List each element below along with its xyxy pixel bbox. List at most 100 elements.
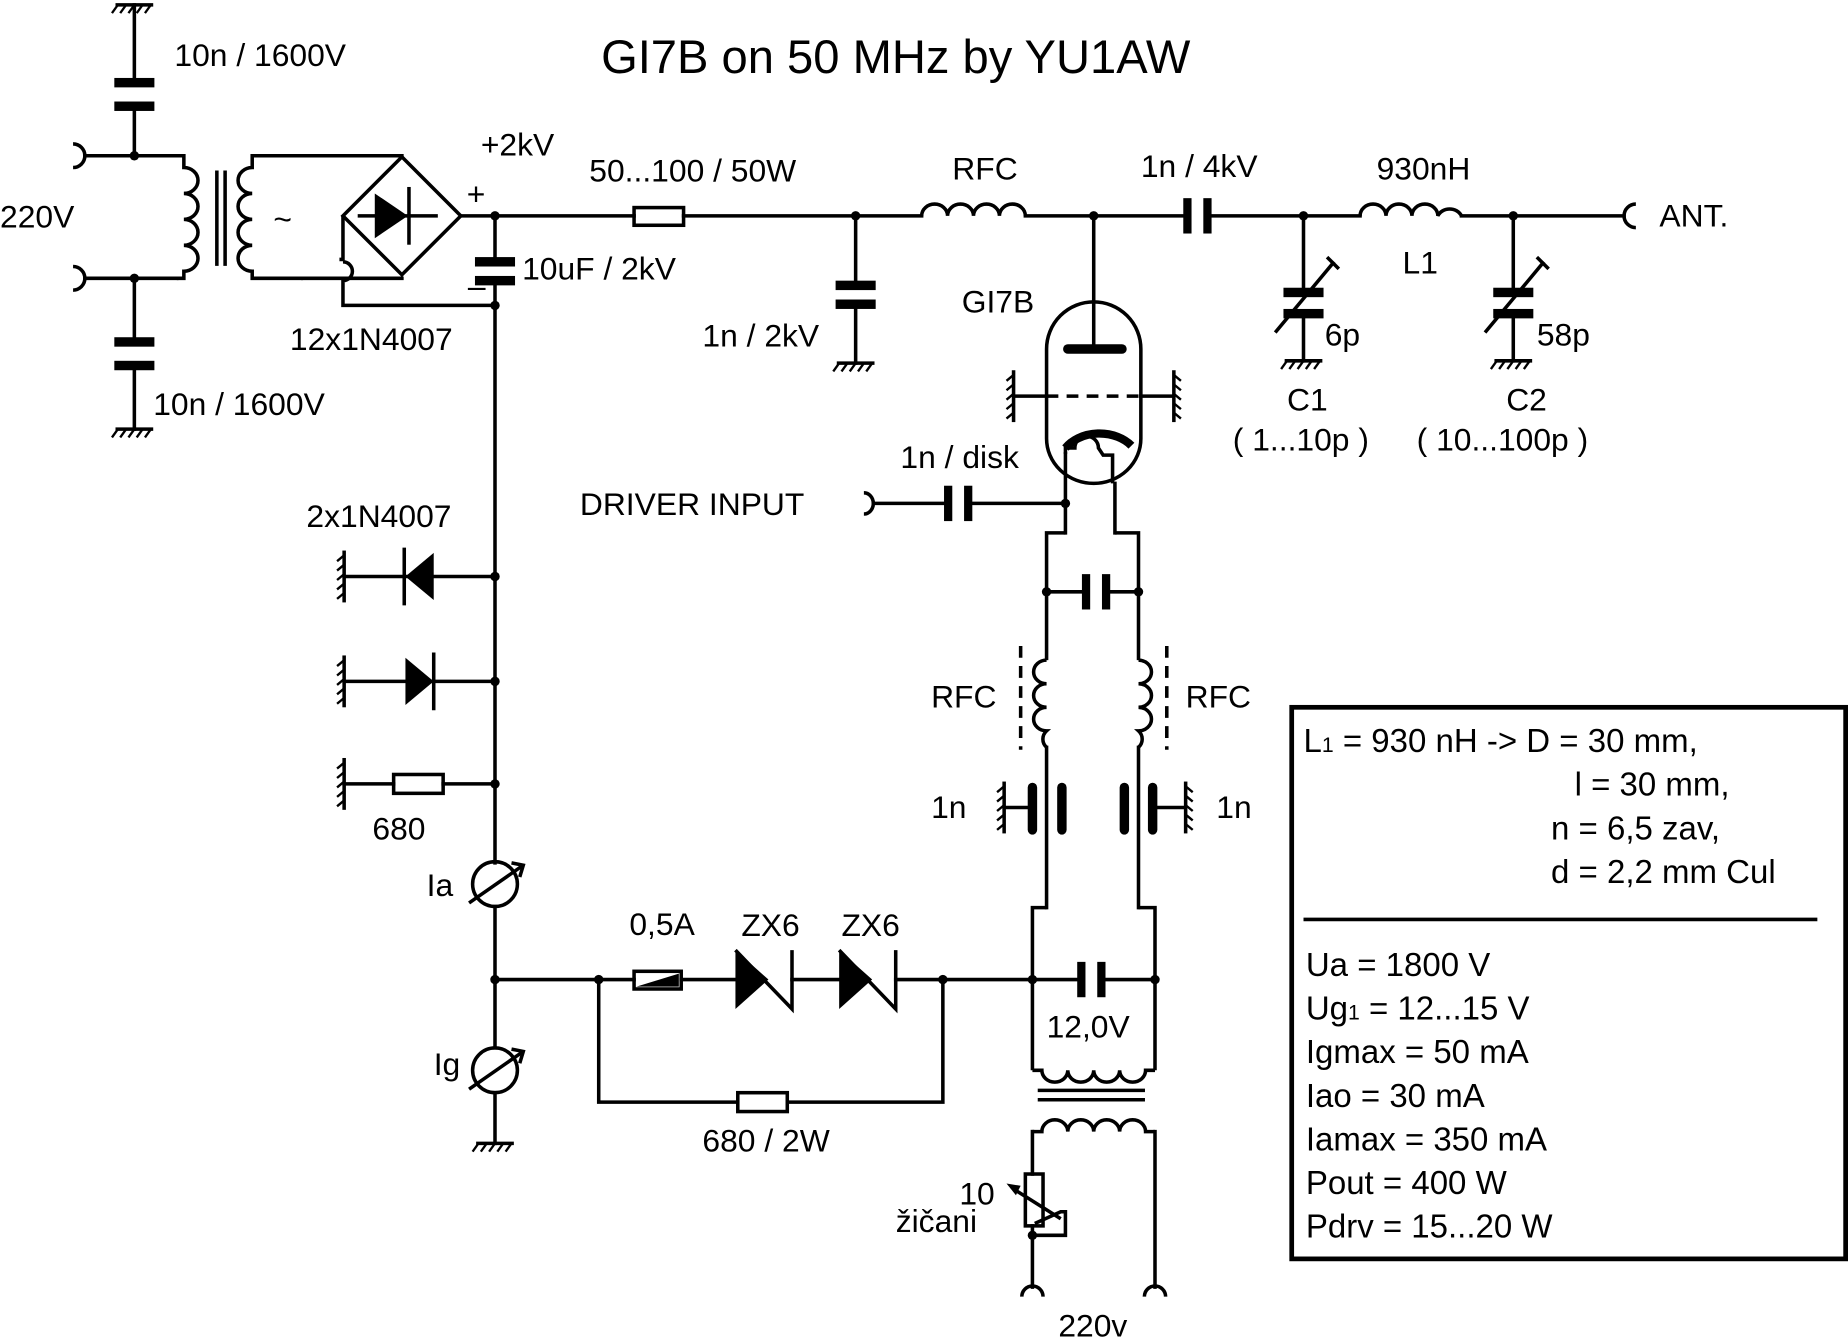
- coil-spec-line4: d = 2,2 mm Cul: [1551, 853, 1776, 890]
- spec-param-value: = 350 mA: [1396, 1120, 1547, 1157]
- ground-icon: [831, 361, 877, 374]
- rfc-right-coil: [1134, 658, 1154, 749]
- filter-minus-sign: –: [468, 268, 486, 304]
- tube-label: GI7B: [962, 283, 1035, 319]
- c1-range-label: ( 1...10p ): [1233, 421, 1369, 457]
- filament-mains-terminal-right: [1142, 1284, 1168, 1297]
- spec-param-name: Pout: [1306, 1164, 1374, 1201]
- spec-box: L1 = 930 nH -> D = 30 mm, l = 30 mm, n =…: [1289, 704, 1848, 1262]
- ac-tilde: ~: [273, 201, 292, 237]
- rheostat-value-label: 10: [959, 1176, 994, 1212]
- negative-return: 2x1N4007 680 Ia Ig: [306, 303, 526, 1154]
- bridge-rectifier: + 12x1N4007: [290, 154, 495, 357]
- junction: [490, 571, 500, 582]
- zener-icon: [735, 950, 769, 1010]
- variable-capacitor-c2: 58p C2 ( 10...100p ): [1417, 214, 1590, 457]
- coil-spec-l-subscript: 1: [1322, 734, 1334, 757]
- mains-transformer: ~: [176, 153, 404, 281]
- filament-voltage-label: 12,0V: [1047, 1008, 1131, 1044]
- resistor-680-2w: [736, 1090, 790, 1114]
- antenna-terminal[interactable]: [1622, 202, 1637, 230]
- spec-param-iao: Iao = 30 mA: [1306, 1077, 1485, 1114]
- spec-param-name: Ug: [1306, 990, 1348, 1027]
- c1-value-label: 6p: [1325, 316, 1360, 352]
- ground-icon: [470, 1141, 516, 1154]
- ground-icon: [110, 427, 155, 440]
- zener2-label: ZX6: [842, 907, 900, 943]
- spec-param-pdrv: Pdrv = 15...20 W: [1306, 1208, 1554, 1245]
- rfc-right-label: RFC: [1186, 678, 1251, 714]
- meter-ia-label: Ia: [427, 867, 454, 903]
- mains-voltage-label: 220V: [0, 199, 75, 235]
- spec-param-pout: Pout = 400 W: [1306, 1164, 1508, 1201]
- hv-bus: 50...100 / 50W 1n / 2kV RFC 1n / 4kV 930…: [493, 148, 1728, 374]
- filament-transformer: 220v 10 žičani: [896, 1068, 1168, 1338]
- variable-capacitor-c1: 6p C1 ( 1...10p ): [1233, 214, 1369, 457]
- spec-param-ug: Ug1 = 12...15 V: [1306, 990, 1530, 1027]
- spec-param-name: Iao: [1306, 1077, 1352, 1114]
- driver-input-label: DRIVER INPUT: [580, 486, 804, 522]
- spec-param-igmax: Igmax = 50 mA: [1306, 1033, 1529, 1070]
- l1-name-label: L1: [1403, 245, 1438, 281]
- filter-capacitor: +2kV – 10uF / 2kV: [459, 127, 677, 311]
- driver-input: DRIVER INPUT 1n / disk: [580, 439, 1071, 522]
- secondary-winding: [236, 153, 303, 281]
- junction: [490, 779, 500, 789]
- rheostat-arrow-icon: [1006, 1183, 1021, 1196]
- ground-icon: [1172, 368, 1183, 424]
- filter-cap-label: 10uF / 2kV: [522, 250, 677, 286]
- tube-cathode: [1062, 429, 1135, 451]
- spec-param-value: = 50 mA: [1396, 1033, 1529, 1070]
- l1-value-label: 930nH: [1377, 150, 1471, 186]
- spec-param-value: = 400 W: [1374, 1164, 1508, 1201]
- primary-winding: [176, 153, 200, 281]
- feed-left-label: 1n: [931, 789, 966, 825]
- filament-feed: RFC RFC 1n 1n 12,0V: [931, 531, 1252, 1071]
- filament-mains-terminal-left: [1020, 1284, 1045, 1297]
- junction: [1060, 498, 1071, 509]
- res-680-label: 680: [372, 810, 425, 846]
- rfc-top-label: RFC: [952, 150, 1017, 186]
- resistor-series: [632, 205, 686, 228]
- coil-spec-text: = 930 nH -> D = 30 mm,: [1334, 722, 1698, 759]
- ground-icon: [1004, 368, 1016, 424]
- coil-spec-l-prefix: L: [1304, 722, 1322, 759]
- c2-name-label: C2: [1506, 381, 1547, 417]
- ground-icon: [1183, 779, 1195, 836]
- diode-icon: [405, 657, 434, 705]
- bridge-label: 12x1N4007: [290, 321, 453, 357]
- spec-param-value: = 30 mA: [1352, 1077, 1485, 1114]
- capacitor-10n-bottom: 10n / 1600V: [110, 276, 326, 440]
- mains-input: 220V: [0, 142, 179, 292]
- bias-res-label: 680 / 2W: [702, 1123, 829, 1159]
- junction: [490, 676, 500, 687]
- bias-chain: 0,5A ZX6 ZX6 680 / 2W: [493, 906, 1035, 1159]
- series-res-label: 50...100 / 50W: [589, 153, 796, 189]
- spec-param-name: Igmax: [1306, 1033, 1396, 1070]
- feed-right-label: 1n: [1216, 789, 1251, 825]
- zener1-label: ZX6: [741, 907, 799, 943]
- rfc-left-label: RFC: [931, 678, 996, 714]
- mains-terminal-bottom: [72, 264, 87, 292]
- fuse-label: 0,5A: [629, 906, 695, 942]
- zener-icon: [839, 950, 873, 1010]
- tube-gi7b: GI7B: [962, 214, 1183, 535]
- schematic-title: GI7B on 50 MHz by YU1AW: [601, 30, 1191, 83]
- capacitor-10n-top: 10n / 1600V: [110, 3, 347, 158]
- rheostat-type-label: žičani: [896, 1203, 977, 1239]
- bridge-plus-sign: +: [467, 176, 486, 212]
- ground-icon: [1279, 359, 1325, 371]
- spec-param-iamax: Iamax = 350 mA: [1306, 1120, 1547, 1157]
- coupling-cap-label: 1n / 4kV: [1141, 148, 1258, 184]
- l1-coil: [1358, 202, 1464, 217]
- rfc-left-coil: [1031, 658, 1052, 749]
- bypass-cap-label: 1n / 2kV: [702, 318, 819, 354]
- tube-anode: [1063, 344, 1127, 354]
- spec-param-name: Ua: [1306, 946, 1349, 983]
- spec-param-name: Iamax: [1306, 1120, 1396, 1157]
- filament-secondary: [1032, 1068, 1155, 1084]
- diode-icon: [405, 552, 434, 601]
- filament-primary: [1032, 1118, 1155, 1134]
